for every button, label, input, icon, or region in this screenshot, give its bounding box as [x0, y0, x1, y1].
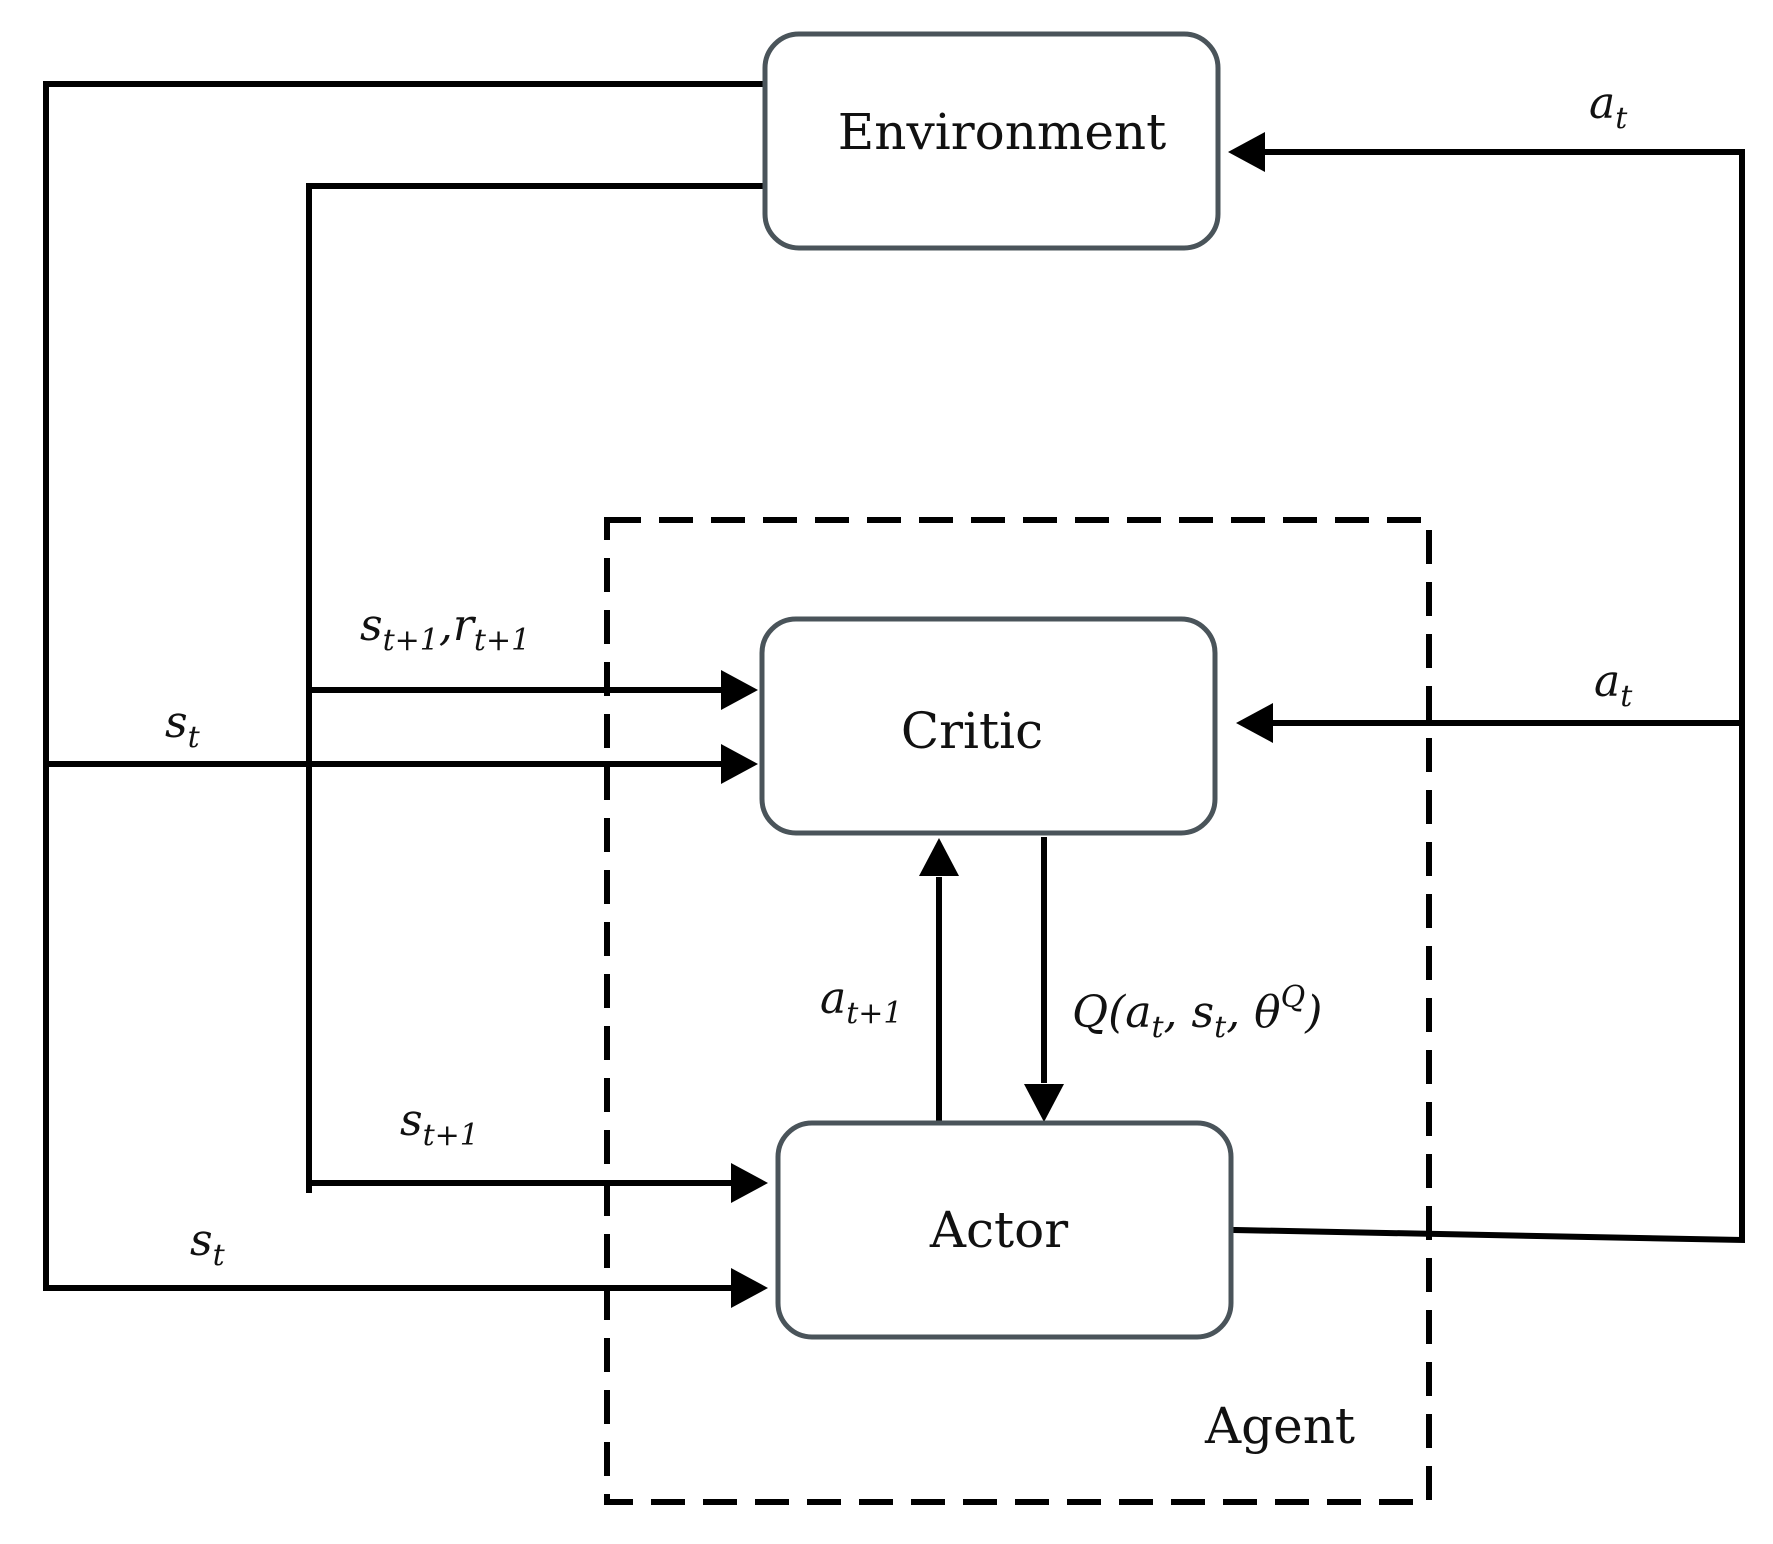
- critic-box: [759, 616, 1218, 836]
- next-state-reward-label: st+1,rt+1: [360, 600, 530, 658]
- agent-boundary: [604, 517, 1432, 1505]
- arrowhead-next-state-to-actor: [731, 1163, 768, 1203]
- q-value-label: Q(at, st, θQ): [1072, 980, 1322, 1045]
- critic-label: Critic: [901, 702, 1043, 760]
- arrowhead-state-to-critic: [721, 744, 758, 784]
- arrowhead-action-to-environment: [1228, 132, 1265, 172]
- next-action-label: at+1: [820, 973, 903, 1031]
- environment-label: Environment: [838, 103, 1166, 161]
- arrowhead-actor-to-critic: [919, 838, 959, 876]
- arrowhead-action-to-critic: [1236, 703, 1273, 743]
- next-state-label-actor: st+1: [400, 1095, 479, 1153]
- state-label-actor: st: [190, 1215, 226, 1273]
- state-feedback-line: [43, 81, 768, 1291]
- arrowhead-critic-to-actor: [1024, 1084, 1064, 1122]
- action-label-critic: at: [1594, 656, 1633, 714]
- actor-box: [775, 1120, 1234, 1340]
- agent-label: Agent: [1204, 1397, 1355, 1455]
- next-state-feedback-line: [306, 183, 768, 1193]
- actor-label: Actor: [929, 1201, 1068, 1259]
- environment-box: [762, 31, 1221, 251]
- state-label-critic: st: [165, 697, 201, 755]
- action-label-top: at: [1589, 78, 1628, 136]
- action-loop-line: [1232, 149, 1745, 1244]
- arrowhead-state-to-actor: [731, 1268, 768, 1308]
- arrowhead-next-state-reward-to-critic: [721, 670, 758, 710]
